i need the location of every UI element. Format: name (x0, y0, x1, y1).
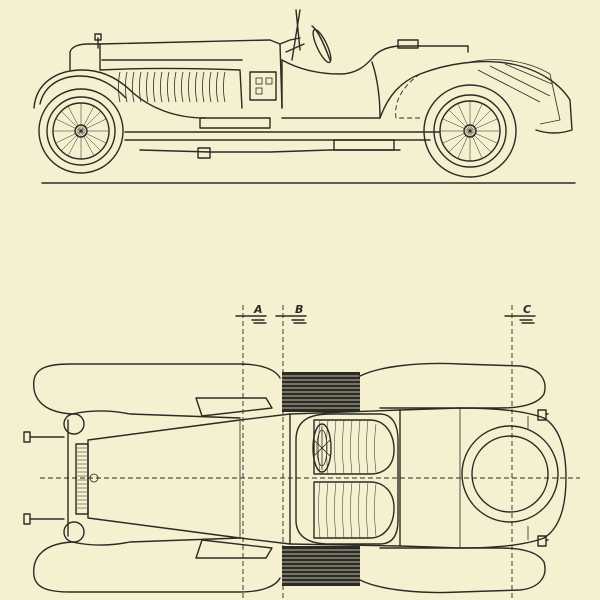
section-label-c: C (523, 303, 531, 316)
side-view (33, 9, 576, 184)
rear-fender-right-top (359, 547, 546, 594)
silencer (333, 139, 395, 151)
radiator-cap-top (94, 33, 102, 41)
scuttle (279, 37, 301, 45)
top-view (23, 362, 580, 594)
toolbox-right (195, 539, 273, 559)
front-fender-left-top (33, 363, 281, 415)
side-vent-slot-3 (255, 87, 263, 95)
tail-lamp-right (537, 535, 547, 547)
radiator-shell (69, 43, 101, 71)
section-label-a: A (253, 303, 263, 316)
section-marker-a: A (235, 303, 267, 600)
cockpit-opening (295, 413, 399, 545)
rear-wheel-side (423, 84, 517, 178)
front-hub-right (63, 521, 85, 543)
body-side (281, 61, 381, 119)
chassis-rails (124, 131, 441, 141)
radiator-grille (75, 443, 89, 515)
section-marker-b: B (275, 303, 307, 600)
section-label-b: B (295, 303, 303, 316)
running-board-ribs (282, 375, 360, 583)
front-fender (33, 69, 206, 119)
seat-driver (313, 419, 395, 475)
steering-wheel-side (311, 25, 331, 61)
seat-passenger (313, 481, 395, 539)
bonnet-side (99, 43, 243, 109)
fuel-filler (397, 39, 419, 49)
front-fender-right-top (33, 541, 281, 593)
running-board-box (199, 117, 271, 129)
section-marker-c: C (504, 303, 536, 600)
spare-wheel-top (461, 425, 559, 523)
rear-deck (399, 407, 567, 549)
toolbox-left (195, 397, 273, 417)
rear-fender-hidden (395, 73, 421, 119)
rear-fender (379, 60, 573, 134)
grille-bars (77, 447, 87, 509)
rear-fender-left-top (359, 362, 546, 409)
steering-wheel-top (312, 423, 332, 473)
front-fender-left-inner (71, 410, 241, 419)
step-bracket (197, 147, 211, 159)
bonnet-top (87, 413, 291, 545)
front-fender-inner (39, 75, 127, 105)
spare-wheel-strap (477, 63, 553, 103)
cockpit-line (281, 45, 469, 75)
tail-body (469, 59, 561, 125)
steering-wheel (312, 28, 332, 64)
cockpit-body (289, 409, 401, 547)
bonnet (99, 39, 283, 109)
side-vent (249, 71, 277, 101)
headlamp-left (23, 431, 31, 443)
tail-lamp-left (537, 409, 547, 421)
section-markers: A B C (235, 303, 536, 600)
front-hub-left (63, 413, 85, 435)
front-wheel-side (38, 88, 124, 174)
bonnet-louvres (118, 71, 226, 103)
headlamp-right (23, 513, 31, 525)
windscreen-frame (285, 9, 305, 61)
side-vent-slot-1 (255, 77, 263, 85)
side-vent-slot-2 (265, 77, 273, 85)
front-fender-right-inner (71, 537, 241, 546)
radiator-cap-top (89, 473, 99, 483)
